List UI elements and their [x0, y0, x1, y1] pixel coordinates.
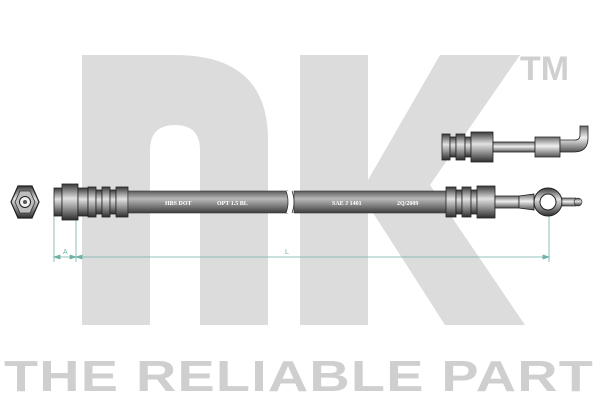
hose-tube [127, 190, 449, 214]
trademark-symbol: TM [520, 50, 569, 88]
hose-marking-2: OPT 1.5 BL [217, 201, 248, 207]
dimension-label-a: A [63, 249, 68, 256]
nk-logo-watermark [82, 55, 525, 325]
hose-marking-3: SAE J 1401 [332, 201, 362, 207]
hose-marking-4: 2Q/2009 [397, 201, 418, 207]
dimension-label-l: L [285, 249, 289, 256]
tagline: THE RELIABLE PART [4, 352, 594, 400]
hex-nut-icon [10, 185, 40, 219]
dimension-lines [52, 210, 551, 262]
bent-pipe-icon [441, 125, 589, 163]
banjo-eye-icon [533, 187, 583, 217]
left-hose-fitting [53, 183, 129, 221]
hose-marking-1: HBS DOT [165, 201, 192, 207]
right-hose-fitting [445, 185, 535, 219]
